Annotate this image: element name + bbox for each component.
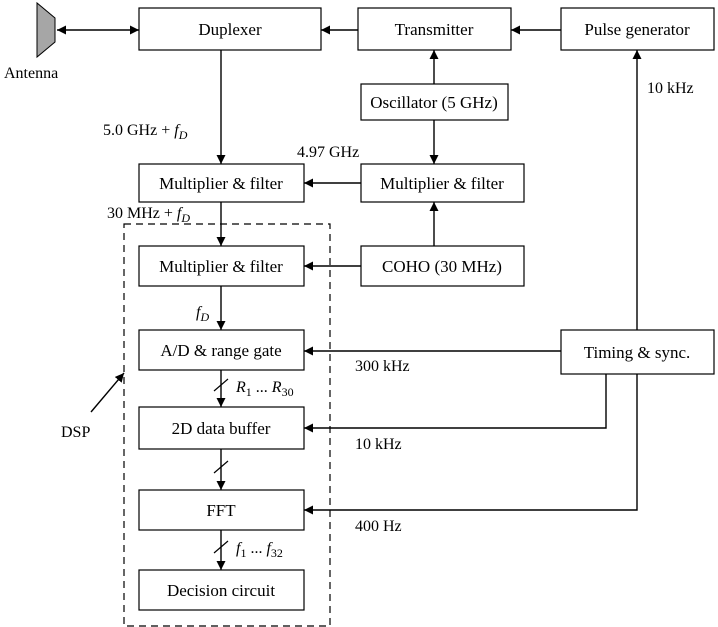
adc-label: A/D & range gate — [160, 341, 281, 360]
range-bins-label: R1 ... R30 — [235, 379, 294, 399]
dsp-label: DSP — [61, 424, 90, 441]
lo-multiplier-label: Multiplier & filter — [380, 174, 504, 193]
freq-bus-slash — [213, 540, 229, 554]
if-signal-label: 30 MHz + fD — [107, 205, 190, 225]
freq-bins-label: f1 ... f32 — [236, 540, 283, 560]
prf-label: 10 kHz — [647, 80, 694, 97]
timing-label: Timing & sync. — [584, 343, 691, 362]
antenna-icon — [36, 1, 56, 59]
transmitter-block — [357, 7, 512, 51]
decision-label: Decision circuit — [167, 581, 275, 600]
duplexer-label: Duplexer — [198, 20, 262, 39]
adc-block — [138, 329, 305, 371]
fft-label: FFT — [206, 501, 236, 520]
timing-to-fft-arrow — [304, 374, 638, 515]
pulse-generator-label: Pulse generator — [584, 20, 690, 39]
buffer-label: 2D data buffer — [172, 419, 271, 438]
if-multiplier-label: Multiplier & filter — [159, 257, 283, 276]
timing-to-buffer-arrow — [304, 374, 607, 433]
rf-multiplier-label: Multiplier & filter — [159, 174, 283, 193]
lo-multiplier-block — [360, 163, 525, 203]
dsp-pointer-arrow — [90, 372, 125, 413]
doppler-label: fD — [196, 304, 209, 324]
buffer-bus-slash — [213, 460, 229, 474]
oscillator-label: Oscillator (5 GHz) — [370, 93, 497, 112]
transmitter-label: Transmitter — [395, 20, 474, 39]
coho-block — [360, 245, 525, 287]
adc-clock-label: 300 kHz — [355, 358, 410, 375]
oscillator-block — [360, 83, 509, 121]
range-bus-slash — [213, 378, 229, 392]
rf-signal-label: 5.0 GHz + fD — [103, 122, 188, 142]
buffer-block — [138, 406, 305, 450]
coho-label: COHO (30 MHz) — [382, 257, 502, 276]
buffer-clock-label: 10 kHz — [355, 436, 402, 453]
dsp-region-border — [123, 223, 331, 627]
timing-block — [560, 329, 715, 375]
antenna-label: Antenna — [4, 65, 58, 82]
lo-signal-label: 4.97 GHz — [297, 144, 359, 161]
fft-clock-label: 400 Hz — [355, 518, 402, 535]
decision-block — [138, 569, 305, 611]
